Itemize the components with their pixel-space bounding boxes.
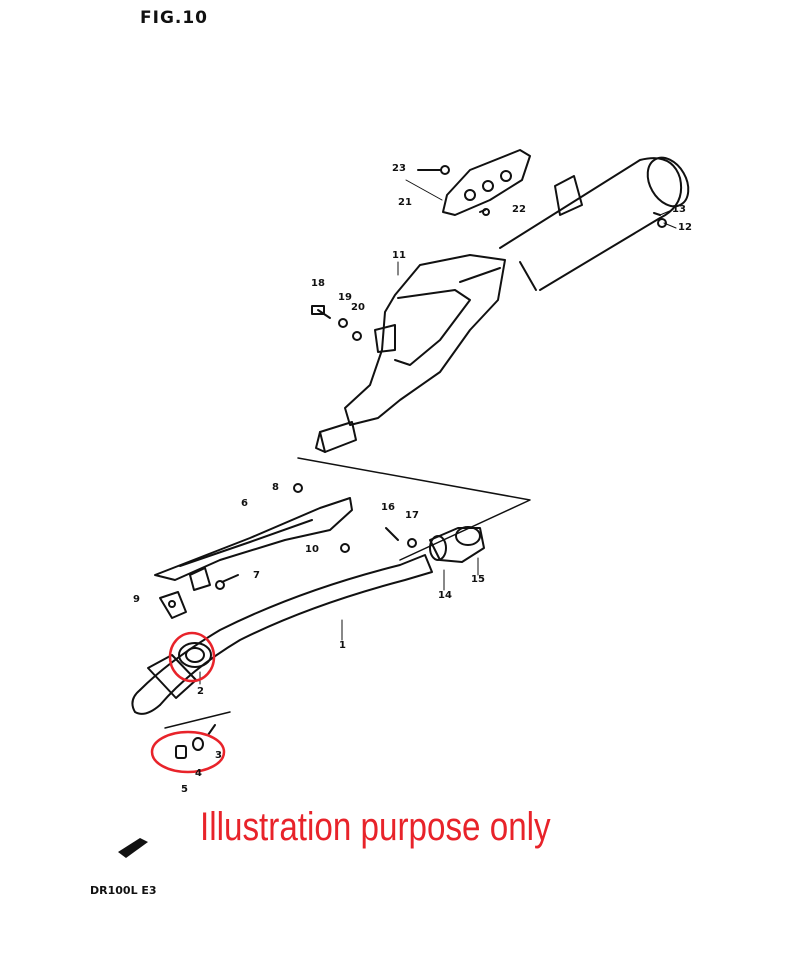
bracket-9 — [159, 567, 239, 619]
callout-19: 19 — [338, 292, 352, 303]
callout-3: 3 — [215, 750, 222, 761]
callout-21: 21 — [398, 197, 412, 208]
muffler-chamber — [315, 254, 506, 453]
callout-6: 6 — [241, 498, 248, 509]
callout-20: 20 — [351, 302, 365, 313]
highlight-fasteners — [150, 730, 226, 774]
callout-13: 13 — [672, 204, 686, 215]
muffler — [499, 156, 690, 291]
callout-14: 14 — [438, 590, 452, 601]
callout-2: 2 — [197, 686, 204, 697]
callout-17: 17 — [405, 510, 419, 521]
callout-23: 23 — [392, 163, 406, 174]
callout-15: 15 — [471, 574, 485, 585]
callout-4: 4 — [195, 768, 202, 779]
highlight-gasket — [168, 631, 216, 683]
watermark-text: Illustration purpose only — [200, 805, 551, 849]
exhaust-pipe — [131, 554, 433, 715]
fastener-set — [164, 711, 231, 759]
figure-title: FIG.10 — [140, 8, 209, 28]
model-code: DR100L E3 — [90, 884, 157, 897]
pipe-clamp — [429, 526, 485, 563]
callout-8: 8 — [272, 482, 279, 493]
heat-shield-lower — [154, 497, 353, 581]
callout-10: 10 — [305, 544, 319, 555]
callout-7: 7 — [253, 570, 260, 581]
heat-shield-upper — [442, 149, 531, 216]
highlight-marks — [150, 631, 226, 774]
callout-11: 11 — [392, 250, 406, 261]
callout-9: 9 — [133, 594, 140, 605]
detail-arrow — [118, 838, 148, 858]
callout-22: 22 — [512, 204, 526, 215]
callout-16: 16 — [381, 502, 395, 513]
callout-1: 1 — [339, 640, 346, 651]
callout-12: 12 — [678, 222, 692, 233]
callout-5: 5 — [181, 784, 188, 795]
callout-18: 18 — [311, 278, 325, 289]
